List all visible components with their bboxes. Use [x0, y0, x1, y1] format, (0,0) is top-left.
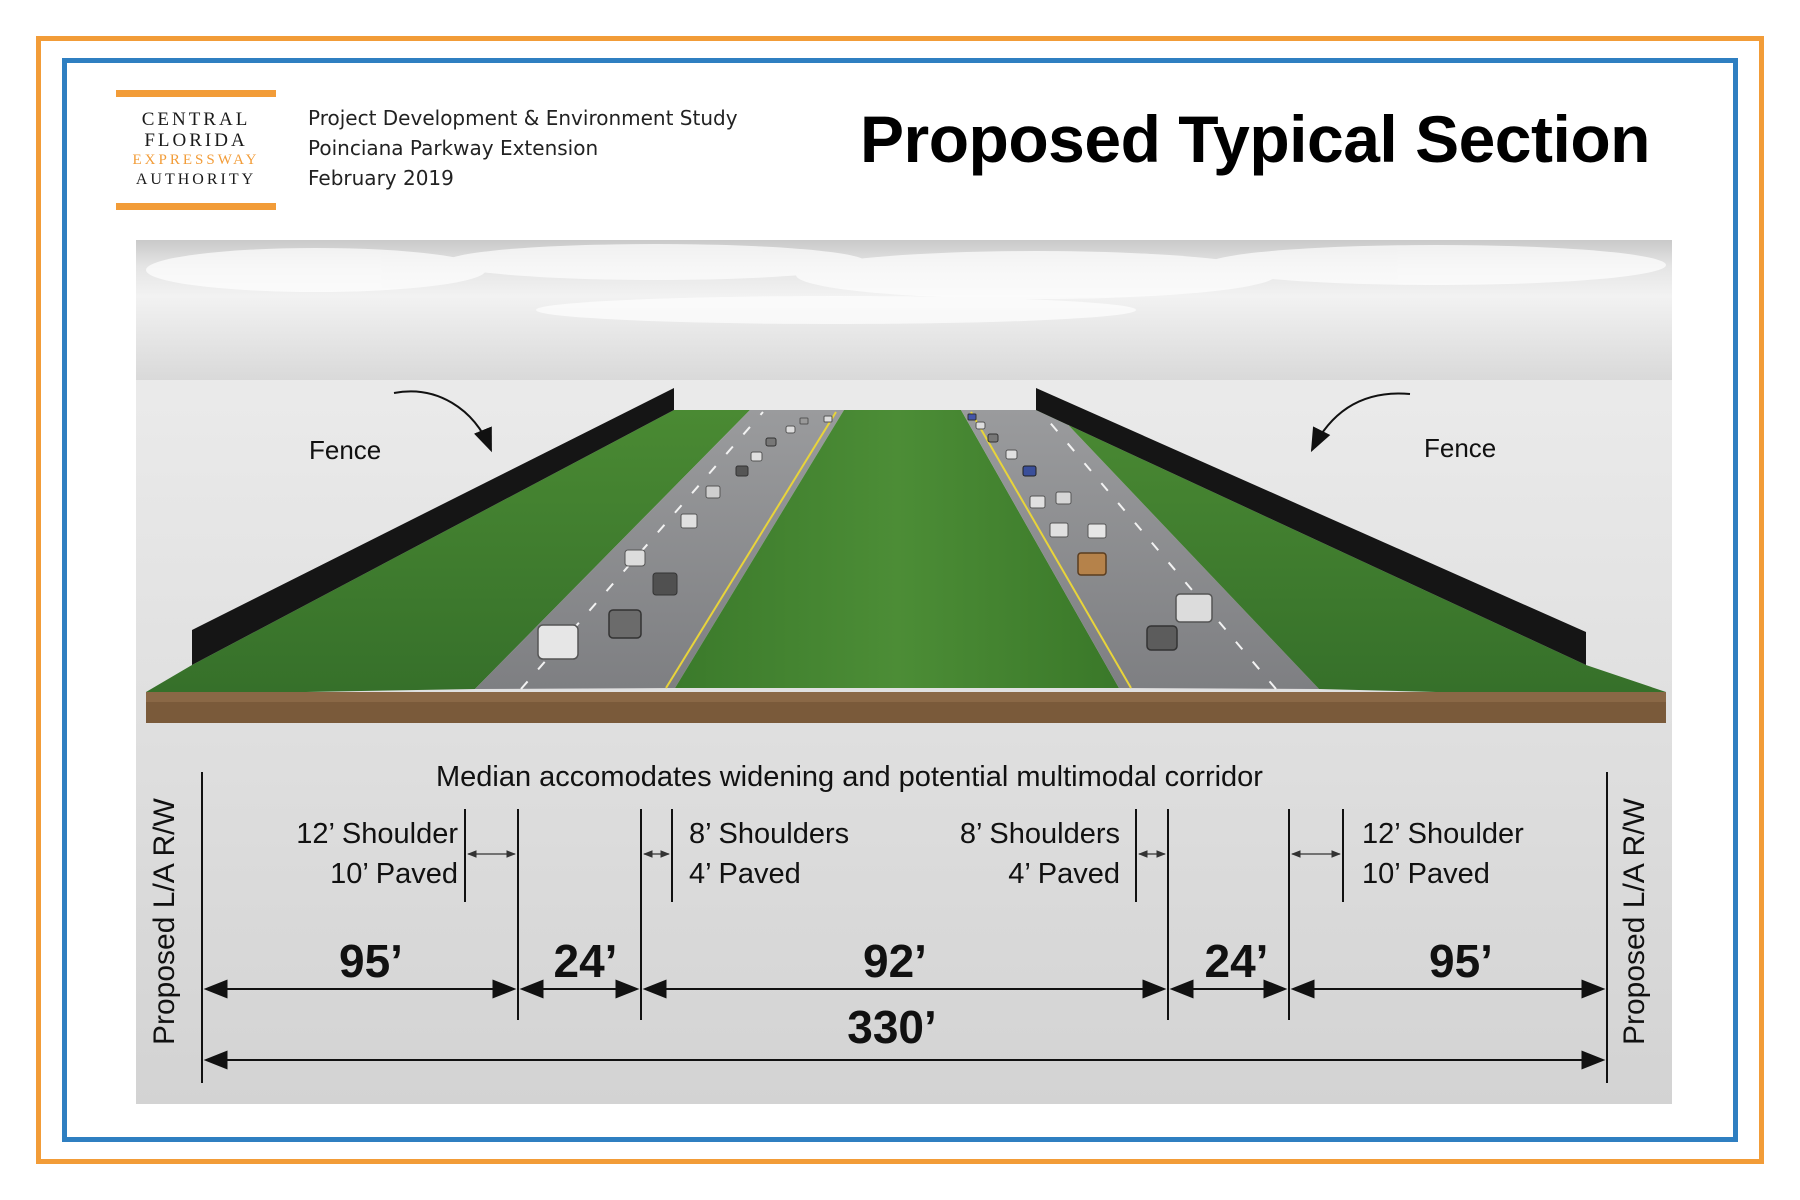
- inner-right-shoulder-line1: 8’ Shoulders: [959, 818, 1120, 850]
- fence-right-arrow: [1310, 392, 1411, 453]
- dim-right-border-label: 95’: [1429, 935, 1493, 987]
- right-border-grass: [1036, 410, 1666, 692]
- outer-left-shoulder-line1: 12’ Shoulder: [296, 818, 458, 850]
- left-fence: [192, 388, 674, 665]
- page-title: Proposed Typical Section: [860, 102, 1650, 176]
- logo-top-bar: [116, 90, 276, 97]
- fence-right-label: Fence: [1424, 433, 1497, 463]
- right-fence: [1036, 388, 1586, 665]
- dim-total-label: 330’: [847, 1001, 937, 1053]
- logo-bottom-bar: [116, 203, 276, 210]
- cfx-logo: CENTRAL FLORIDA EXPRESSWAY AUTHORITY: [116, 90, 276, 214]
- logo-line-1: CENTRAL: [141, 109, 251, 130]
- left-border-grass: [146, 410, 750, 692]
- logo-line-2: FLORIDA: [144, 130, 248, 151]
- fence-left-arrow: [393, 390, 492, 453]
- dimension-lines: [201, 772, 1608, 1083]
- soil-top-edge: [146, 692, 1666, 702]
- logo-line-3: EXPRESSWAY: [132, 152, 260, 168]
- clouds: [146, 244, 1666, 324]
- vehicles-left-roadway: [537, 415, 833, 660]
- vehicles-right-roadway: [967, 413, 1213, 651]
- row-right-label: Proposed L/A R/W: [1618, 798, 1651, 1045]
- typical-section-rendering: [136, 240, 1672, 1104]
- left-yellow-edge: [665, 411, 837, 689]
- inner-left-shoulder-line2: 4’ Paved: [689, 858, 801, 890]
- row-left-label: Proposed L/A R/W: [148, 798, 181, 1045]
- fence-left-label: Fence: [309, 435, 382, 465]
- dim-right-roadway-label: 24’: [1204, 935, 1269, 987]
- inner-left-shoulder-line1: 8’ Shoulders: [689, 818, 850, 850]
- right-roadway: [961, 410, 1319, 689]
- inner-right-shoulder-line2: 4’ Paved: [1008, 858, 1120, 890]
- logo-line-4: AUTHORITY: [135, 171, 257, 188]
- study-date: February 2019: [308, 166, 454, 190]
- project-name: Poinciana Parkway Extension: [308, 136, 599, 160]
- median-note: Median accomodates widening and potentia…: [436, 761, 1263, 793]
- dim-left-roadway-label: 24’: [553, 935, 618, 987]
- outer-right-shoulder-line2: 10’ Paved: [1362, 858, 1490, 890]
- study-info: Project Development & Environment Study …: [308, 103, 738, 193]
- median-grass: [675, 410, 1119, 688]
- outer-frame-border: [36, 36, 1764, 1164]
- dim-left-border-label: 95’: [339, 935, 403, 987]
- dim-median-label: 92’: [863, 935, 927, 987]
- right-yellow-edge: [970, 411, 1132, 689]
- left-roadway: [475, 410, 844, 689]
- outer-right-shoulder-line1: 12’ Shoulder: [1362, 818, 1524, 850]
- inner-frame-border: [62, 58, 1738, 1142]
- study-name: Project Development & Environment Study: [308, 106, 738, 130]
- right-lane-stripe: [1040, 411, 1277, 690]
- outer-left-shoulder-line2: 10’ Paved: [330, 858, 458, 890]
